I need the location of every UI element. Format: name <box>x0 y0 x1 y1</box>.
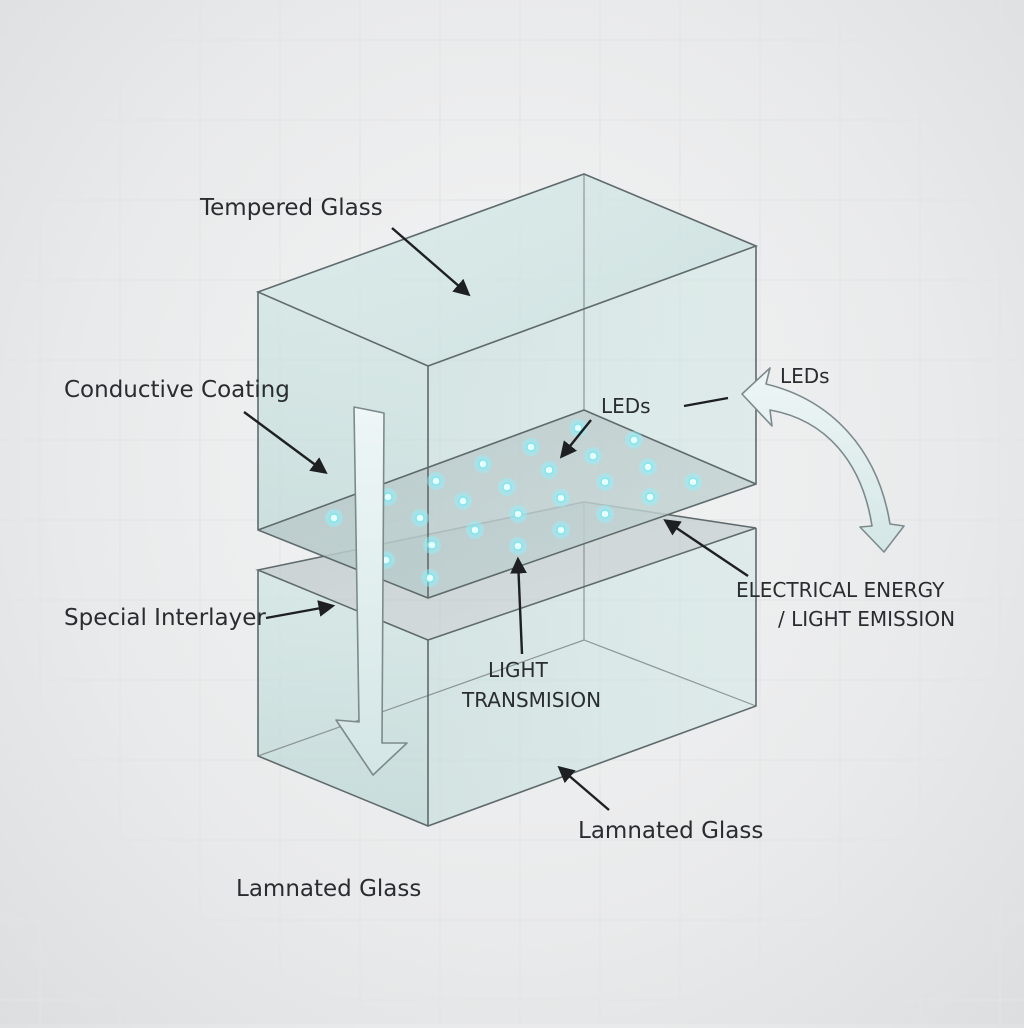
label-electrical-energy-line1: ELECTRICAL ENERGY <box>736 578 945 602</box>
large-down-arrow-icon <box>335 406 408 776</box>
label-light-line2: TRANSMISION <box>462 688 602 712</box>
led-dot <box>600 477 610 487</box>
lower-block-side-face <box>428 528 756 826</box>
pointer-leds-inner <box>559 419 592 459</box>
led-dot <box>415 513 425 523</box>
label-laminated-glass-bottom: Lamnated Glass <box>236 876 422 902</box>
led-dot <box>556 493 566 503</box>
pointer-light-transmission <box>510 556 527 655</box>
upper-block-top-face <box>258 174 756 366</box>
led-dot <box>643 462 653 472</box>
led-dot <box>427 540 437 550</box>
led-dot <box>573 423 583 433</box>
label-leds-outer: LEDs <box>780 364 830 388</box>
label-tempered-glass: Tempered Glass <box>200 195 383 221</box>
led-dot <box>645 492 655 502</box>
dash-leds-inner <box>683 396 729 408</box>
led-dot <box>458 496 468 506</box>
led-dot <box>470 525 480 535</box>
led-dot <box>513 541 523 551</box>
led-dot <box>688 477 698 487</box>
label-conductive-coating: Conductive Coating <box>64 377 290 403</box>
led-dot <box>383 492 393 502</box>
pointer-conductive-coating <box>243 411 328 474</box>
pointer-tempered-glass <box>391 227 471 297</box>
led-dot <box>600 509 610 519</box>
led-dot <box>629 435 639 445</box>
led-dot <box>526 442 536 452</box>
led-dot <box>513 509 523 519</box>
label-special-interlayer: Special Interlayer <box>64 605 266 631</box>
led-dot <box>588 451 598 461</box>
pointer-arrows <box>243 227 749 811</box>
led-dot <box>556 525 566 535</box>
label-electrical-energy-line2: / LIGHT EMISSION <box>778 607 956 631</box>
pointer-laminated-glass <box>557 765 610 811</box>
led-dot <box>478 459 488 469</box>
led-dot <box>502 482 512 492</box>
led-array <box>325 419 702 587</box>
led-dot <box>329 513 339 523</box>
led-dot <box>544 465 554 475</box>
led-dot <box>431 476 441 486</box>
pointer-electrical-energy <box>663 519 749 577</box>
pointer-special-interlayer <box>265 600 336 620</box>
curved-double-arrow-icon <box>741 367 905 553</box>
led-dot <box>425 573 435 583</box>
label-leds-inner: LEDs <box>601 394 651 418</box>
label-light-line1: LIGHT <box>488 658 548 682</box>
label-laminated-glass-right: Lamnated Glass <box>578 818 764 844</box>
